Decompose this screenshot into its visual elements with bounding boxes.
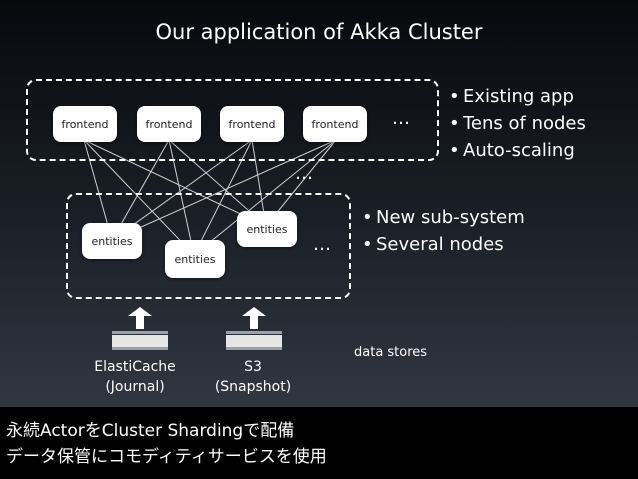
entities-more-ellipsis: … — [313, 234, 332, 255]
entities-node: entities — [237, 211, 297, 247]
bullet-marker: • — [362, 234, 373, 255]
entities-cluster-box — [66, 193, 351, 299]
frontend-node: frontend — [303, 106, 367, 142]
bullet-item: •Existing app — [449, 83, 586, 110]
caption-line: データ保管にコモディティサービスを使用 — [6, 447, 327, 467]
bullet-text: New sub-system — [376, 207, 525, 228]
bullet-marker: • — [362, 207, 373, 228]
bullet-text: Tens of nodes — [463, 113, 586, 134]
store-label-s3: S3 (Snapshot) — [198, 357, 308, 397]
frontend-bullet-list: •Existing app •Tens of nodes •Auto-scali… — [449, 83, 586, 164]
store-label-elasticache: ElastiCache (Journal) — [80, 357, 190, 397]
bullet-item: •Tens of nodes — [449, 110, 586, 137]
bullet-text: Auto-scaling — [463, 140, 575, 161]
store-detail: (Snapshot) — [214, 379, 292, 395]
bullet-text: Existing app — [463, 86, 574, 107]
storage-icon — [226, 307, 282, 350]
slide-title: Our application of Akka Cluster — [155, 20, 483, 44]
store-name: ElastiCache — [94, 359, 176, 375]
bullet-item: •Several nodes — [362, 231, 525, 258]
bullet-item: •New sub-system — [362, 204, 525, 231]
bullet-item: •Auto-scaling — [449, 137, 586, 164]
more-clusters-ellipsis: … — [295, 163, 314, 184]
bullet-marker: • — [449, 140, 460, 161]
caption-line: 永続ActorをCluster Shardingで配備 — [6, 421, 295, 441]
store-name: S3 — [244, 359, 262, 375]
connection-line — [83, 139, 267, 227]
frontend-node: frontend — [220, 106, 284, 142]
store-detail: (Journal) — [105, 379, 165, 395]
bullet-marker: • — [449, 113, 460, 134]
connection-line — [111, 139, 337, 241]
entities-bullet-list: •New sub-system •Several nodes — [362, 204, 525, 258]
bullet-text: Several nodes — [376, 234, 504, 255]
data-stores-note: data stores — [354, 345, 428, 360]
frontend-cluster-box — [26, 79, 439, 161]
bullet-marker: • — [449, 86, 460, 107]
frontend-node: frontend — [137, 106, 201, 142]
entities-node: entities — [165, 240, 225, 278]
database-icon — [112, 307, 168, 350]
frontend-more-ellipsis: … — [392, 108, 411, 129]
frontend-node: frontend — [53, 106, 117, 142]
entities-node: entities — [82, 223, 142, 259]
caption-bar: 永続ActorをCluster Shardingで配備 データ保管にコモディティ… — [0, 407, 638, 479]
